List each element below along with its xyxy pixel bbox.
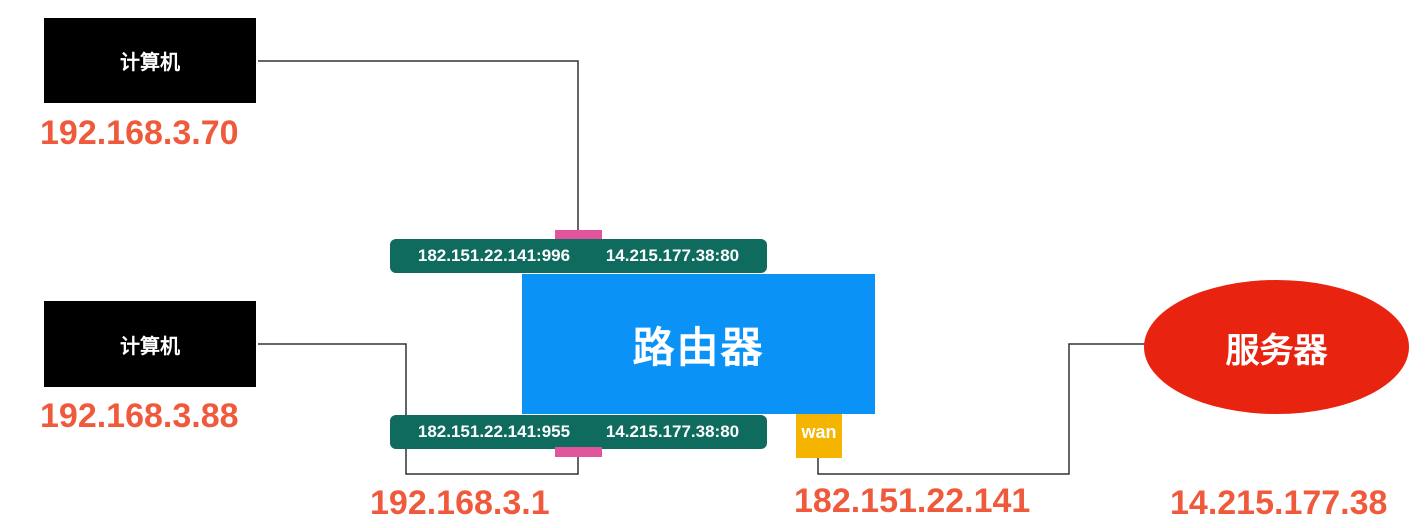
nat-entry-1: 182.151.22.141:996 14.215.177.38:80 xyxy=(390,239,767,273)
wan-port: wan xyxy=(796,414,842,458)
port-marker-bottom xyxy=(555,447,602,457)
wan-port-label: wan xyxy=(801,422,837,442)
server: 服务器 xyxy=(1144,280,1409,414)
router: 路由器 xyxy=(522,274,875,414)
computer-1-ip: 192.168.3.70 xyxy=(40,114,239,152)
computer-1-label: 计算机 xyxy=(120,50,180,74)
router-label: 路由器 xyxy=(632,322,765,372)
nat-entry-2-source: 182.151.22.141:955 xyxy=(417,422,571,441)
router-lan-ip: 192.168.3.1 xyxy=(370,484,550,522)
nat-entry-2: 182.151.22.141:955 14.215.177.38:80 xyxy=(390,415,767,449)
nat-entry-1-source: 182.151.22.141:996 xyxy=(417,246,571,265)
nat-entry-2-destination: 14.215.177.38:80 xyxy=(605,422,740,441)
link-computer1-router xyxy=(258,60,579,232)
router-wan-ip: 182.151.22.141 xyxy=(794,482,1031,520)
computer-2-ip: 192.168.3.88 xyxy=(40,397,239,435)
computer-2-label: 计算机 xyxy=(120,333,180,358)
server-ip: 14.215.177.38 xyxy=(1170,484,1388,522)
computer-2: 计算机 xyxy=(44,301,256,387)
link-computer2-router xyxy=(258,343,579,475)
computer-1: 计算机 xyxy=(44,18,256,103)
link-wan-server xyxy=(817,343,1148,475)
nat-entry-1-destination: 14.215.177.38:80 xyxy=(605,246,740,265)
server-label: 服务器 xyxy=(1225,330,1328,371)
